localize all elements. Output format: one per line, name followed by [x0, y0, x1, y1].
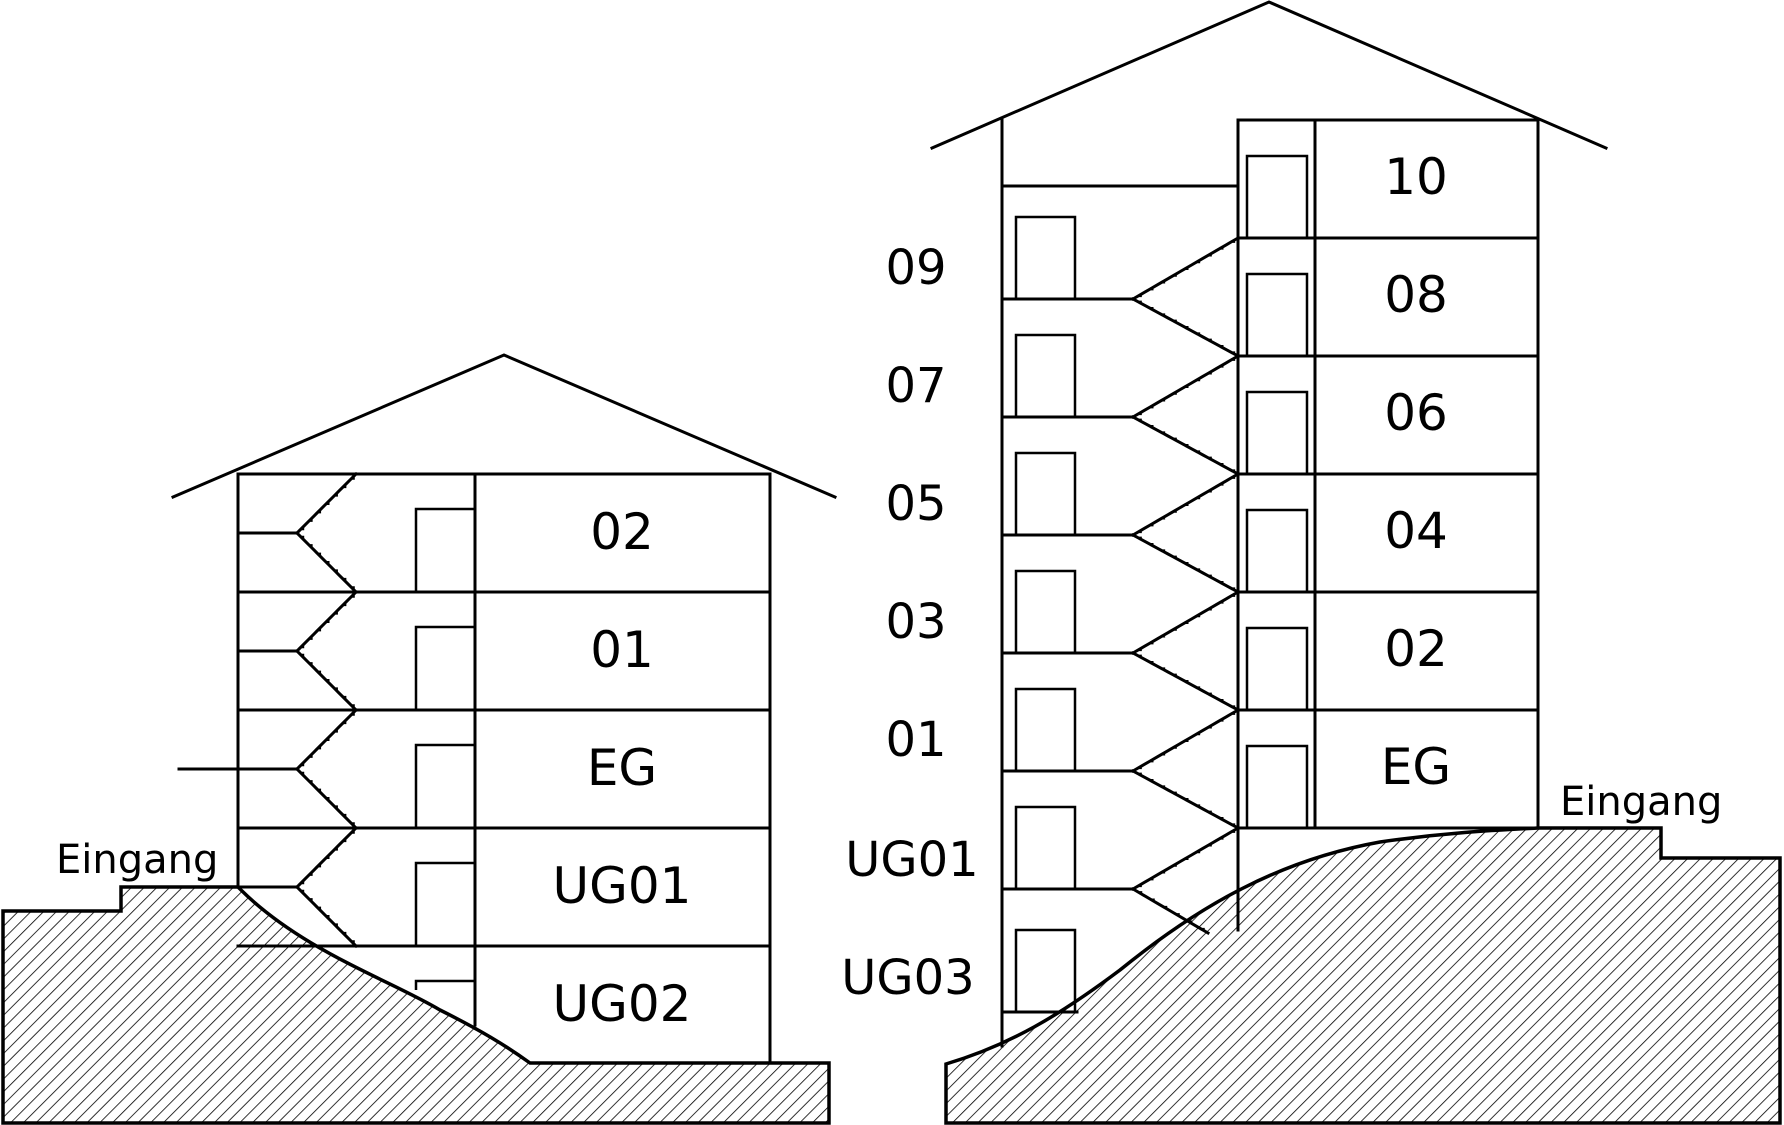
- stair-flight-line: [294, 530, 359, 595]
- stair-flight-line: [1130, 707, 1241, 774]
- floor-label: EG: [1381, 738, 1451, 796]
- door: [414, 861, 477, 946]
- floor-label: UG02: [553, 975, 692, 1033]
- door: [1245, 508, 1309, 592]
- floor-label: EG: [587, 739, 657, 797]
- stair-flight-up: [294, 471, 359, 536]
- stair-flight-up: [294, 707, 359, 772]
- door: [1245, 626, 1309, 710]
- floor-label: UG01: [845, 832, 978, 888]
- stair-flight-line: [1130, 768, 1241, 831]
- stair-flight-up: [1130, 707, 1241, 774]
- stair-flight-line: [1130, 235, 1241, 302]
- stair-flight-line: [294, 766, 359, 831]
- stair-flight-up: [1130, 471, 1241, 538]
- entrance-label-left: Eingang: [56, 837, 218, 883]
- stair-flight-down: [1130, 650, 1241, 713]
- door: [1014, 569, 1077, 653]
- stair-flight-up: [1130, 235, 1241, 302]
- stair-flight-down: [1130, 768, 1241, 831]
- floor-label: 05: [885, 476, 946, 532]
- floor-label: 08: [1384, 266, 1448, 324]
- stair-flight-up: [1130, 589, 1241, 656]
- stair-flight-down: [1130, 532, 1241, 595]
- floor-label: 07: [885, 358, 946, 414]
- door: [1245, 744, 1309, 828]
- floor-label: 02: [1384, 620, 1448, 678]
- stair-flight-down: [294, 648, 359, 713]
- stair-flight-line: [1130, 650, 1241, 713]
- left-ground-terrain: [1, 885, 831, 1125]
- floor-label: UG01: [553, 857, 692, 915]
- right-side-floor-labels: 09 07 05 03 01 UG01 UG03: [841, 240, 978, 1006]
- roof-outline: [930, 0, 1608, 150]
- stair-flight-line: [1130, 471, 1241, 538]
- right-ground-terrain: [944, 826, 1782, 1125]
- stair-flight-line: [1130, 532, 1241, 595]
- floor-label: 04: [1384, 502, 1448, 560]
- floor-label: 09: [885, 240, 946, 296]
- stair-flight-down: [1130, 296, 1241, 359]
- stair-flight-up: [294, 825, 359, 890]
- stair-flight-line: [294, 648, 359, 713]
- stair-flight-down: [294, 884, 359, 949]
- stair-flight-line: [294, 825, 359, 890]
- stair-flight-line: [1130, 414, 1241, 477]
- left-building: 02 01 EG UG01 UG02 Eingang: [1, 353, 837, 1125]
- stair-flight-line: [1130, 589, 1241, 656]
- stair-flight-line: [294, 471, 359, 536]
- stair-flight-line: [294, 884, 359, 949]
- left-building-structure: [171, 353, 837, 1065]
- door: [1014, 451, 1077, 535]
- stair-flight-line: [1130, 825, 1241, 892]
- stair-flight-up: [1130, 825, 1241, 892]
- door: [1245, 154, 1309, 238]
- door: [1014, 333, 1077, 417]
- stair-flight-line: [1130, 353, 1241, 420]
- entrance-label-right: Eingang: [1560, 779, 1722, 825]
- right-building: 10 08 06 04 02 EG 09 07 05 03 01 UG01 UG…: [841, 0, 1782, 1125]
- right-staircase: [1000, 235, 1241, 1014]
- door: [1014, 215, 1077, 299]
- stair-flight-down: [1130, 414, 1241, 477]
- roof-outline: [171, 353, 837, 499]
- door: [414, 507, 477, 592]
- right-tower-floor-labels: 10 08 06 04 02 EG: [1381, 148, 1451, 796]
- floor-label: 01: [885, 712, 946, 768]
- left-staircase: [177, 471, 359, 949]
- door: [1245, 390, 1309, 474]
- door: [414, 743, 477, 828]
- floor-label: UG03: [841, 950, 974, 1006]
- door: [1245, 272, 1309, 356]
- door: [414, 979, 475, 990]
- floor-label: 10: [1384, 148, 1448, 206]
- stair-flight-down: [1130, 886, 1211, 936]
- left-floor-labels: 02 01 EG UG01 UG02: [553, 503, 692, 1033]
- hatched-ground: [944, 826, 1782, 1125]
- stair-flight-line: [1130, 886, 1211, 936]
- stair-flight-line: [294, 589, 359, 654]
- stair-flight-line: [294, 707, 359, 772]
- stair-flight-up: [1130, 353, 1241, 420]
- door: [1014, 687, 1077, 771]
- door: [414, 625, 477, 710]
- floor-label: 03: [885, 594, 946, 650]
- hatched-ground: [1, 885, 831, 1125]
- door: [1014, 928, 1077, 1012]
- floor-label: 06: [1384, 384, 1448, 442]
- floor-label: 02: [590, 503, 654, 561]
- floor-label: 01: [590, 621, 654, 679]
- door: [1014, 805, 1077, 889]
- stair-flight-line: [1130, 296, 1241, 359]
- stair-flight-up: [294, 589, 359, 654]
- right-building-structure: [930, 0, 1608, 1048]
- stair-flight-down: [294, 766, 359, 831]
- stair-flight-down: [294, 530, 359, 595]
